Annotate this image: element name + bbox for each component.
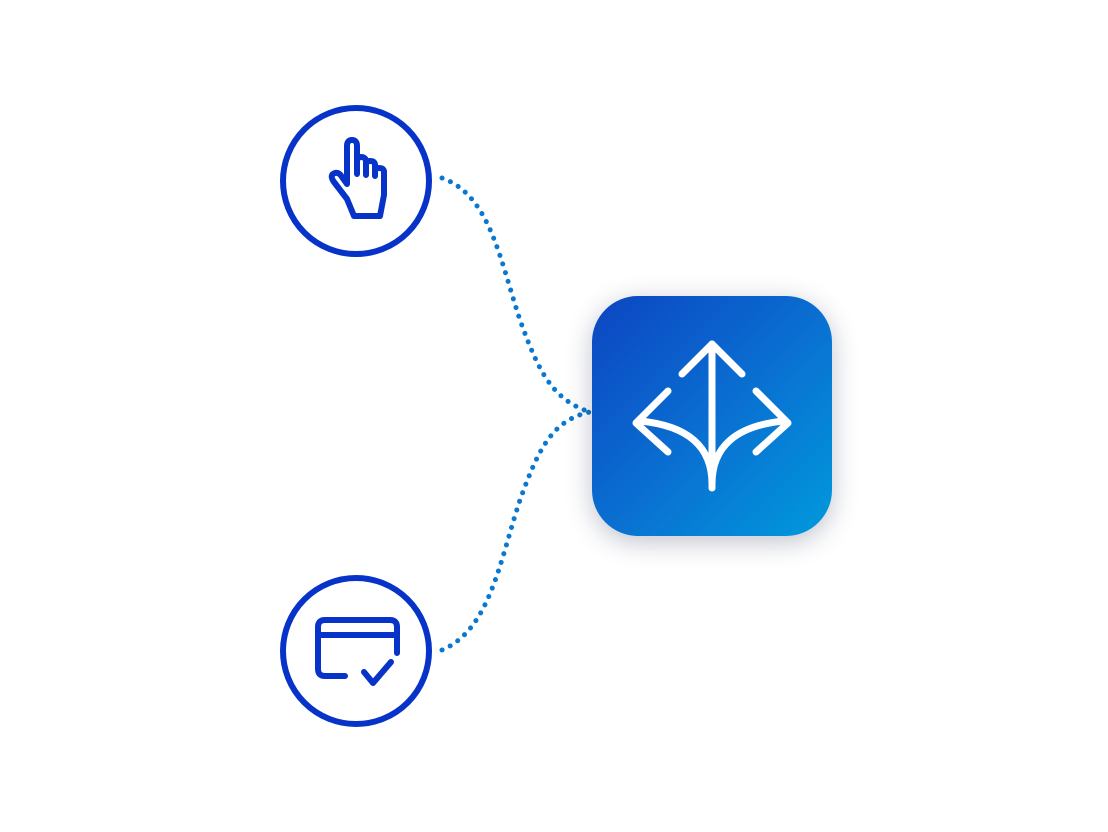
connector-click-to-split: [439, 175, 593, 415]
pointer-hand-icon: [328, 137, 387, 219]
payment-node: [280, 575, 432, 727]
connector-card-to-split: [439, 409, 593, 653]
pointer-node: [280, 105, 432, 257]
split-arrows-icon: [632, 340, 792, 492]
split-app-tile: [592, 296, 832, 536]
card-check-icon: [315, 617, 400, 686]
